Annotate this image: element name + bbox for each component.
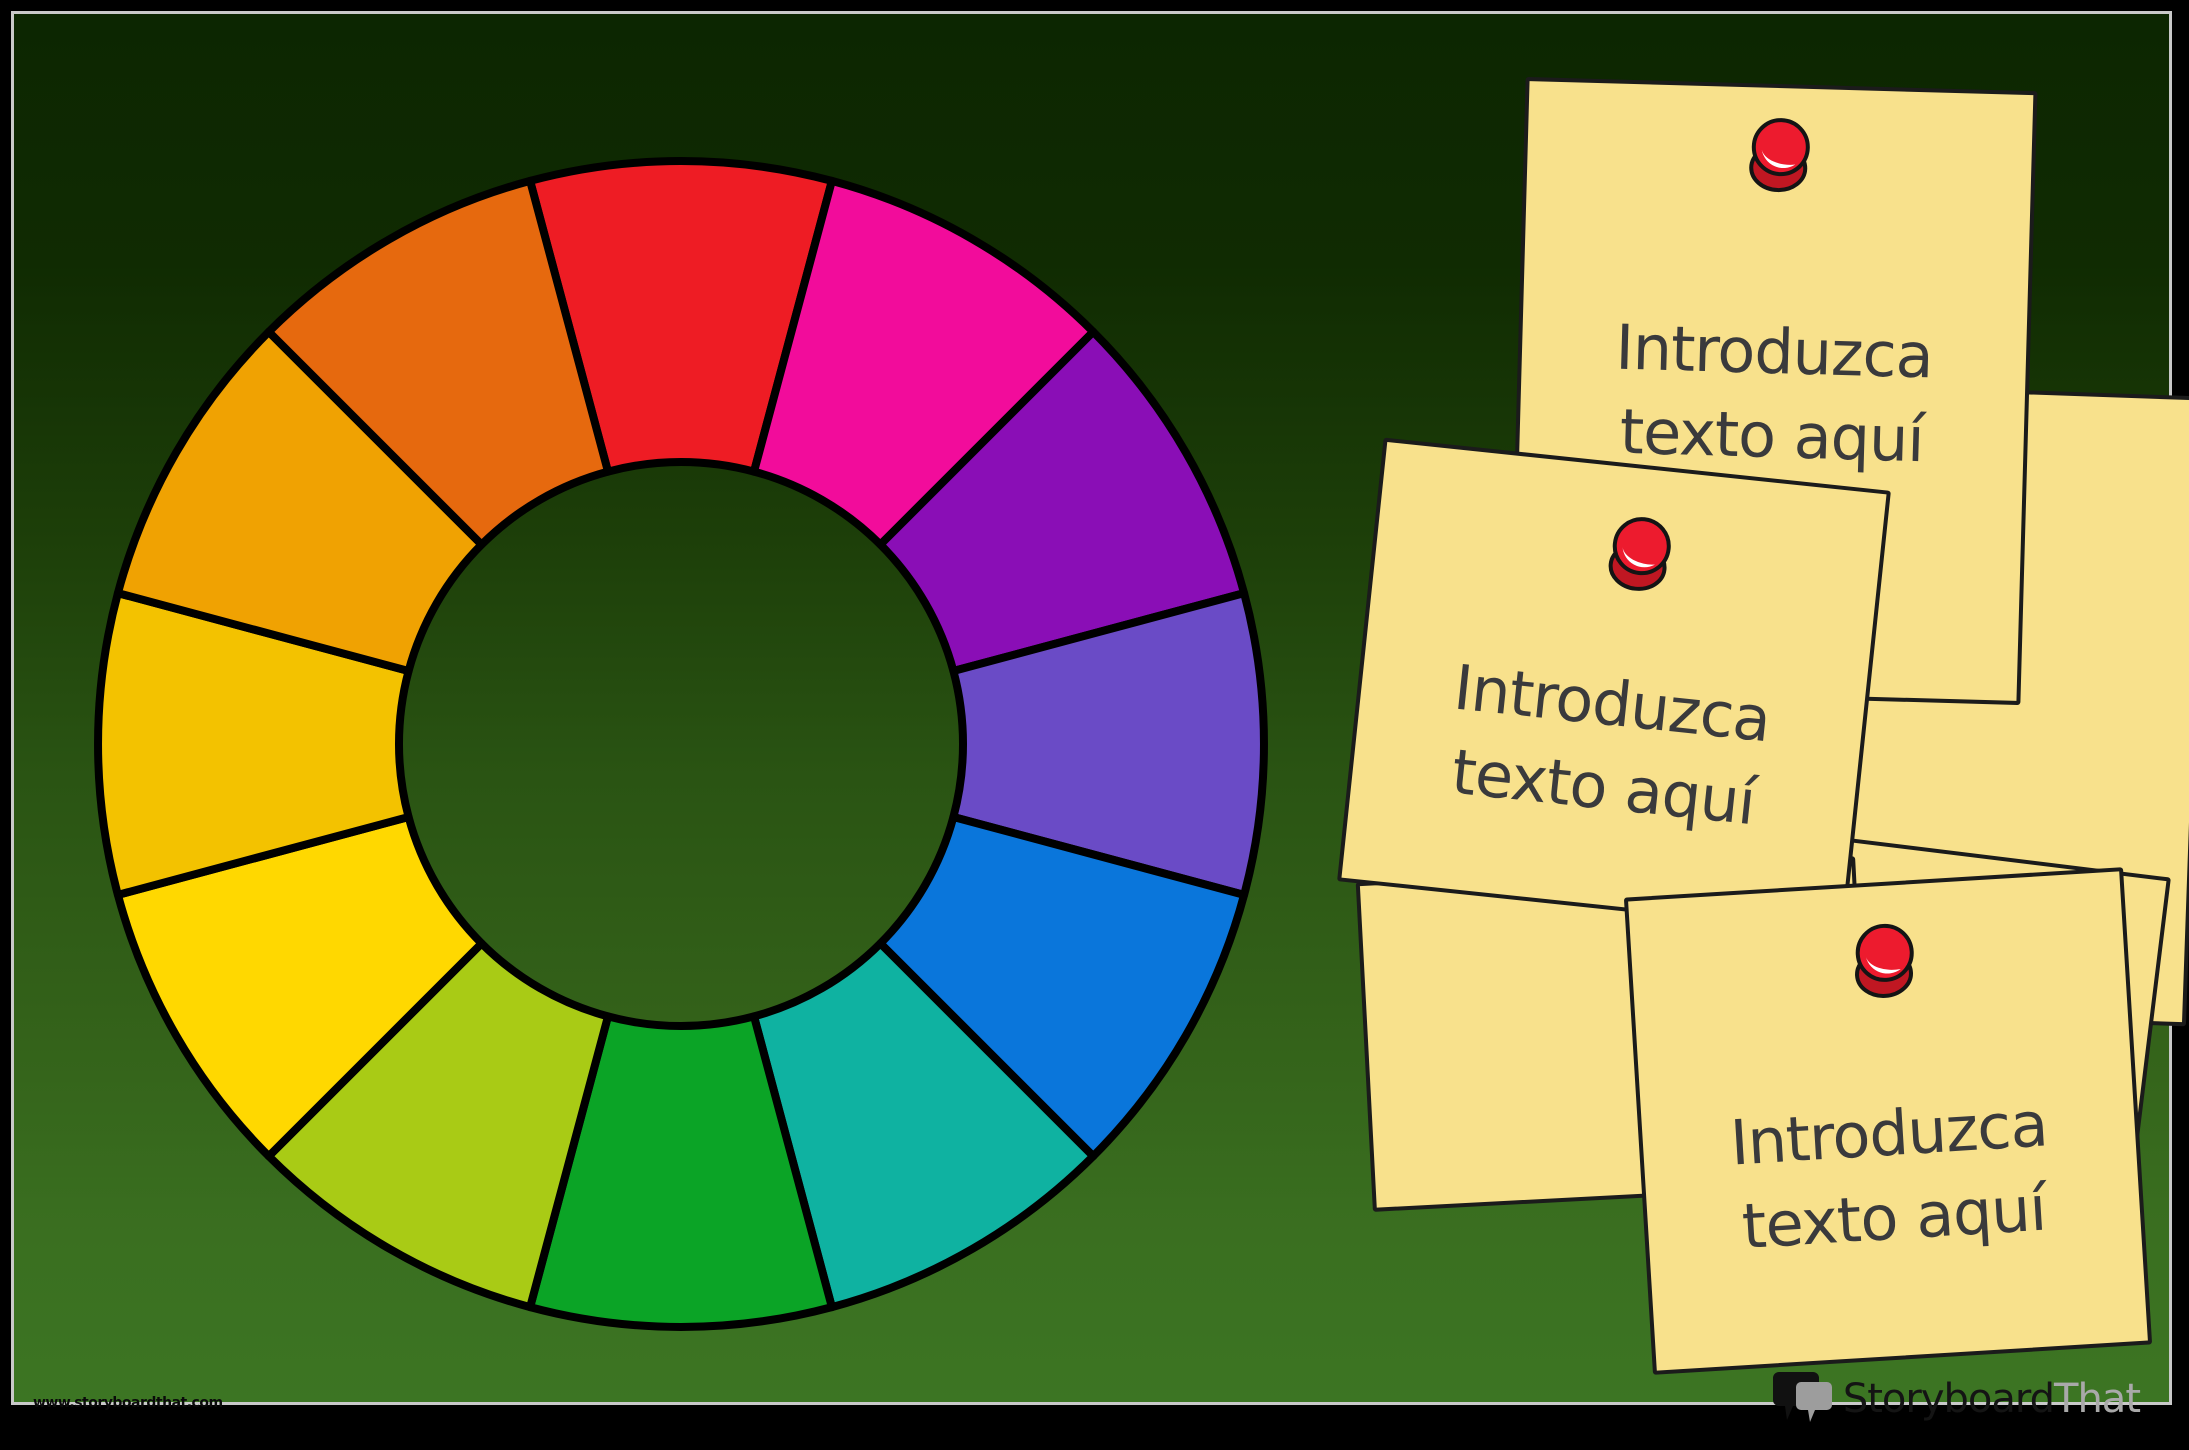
wheel-segment-gold[interactable]: [94, 589, 413, 899]
brand-part1: Storyboard: [1842, 1376, 2055, 1422]
sticky-note-1[interactable]: Introduzca texto aquí: [1508, 76, 2038, 706]
note-text[interactable]: Introduzca texto aquí: [1728, 1082, 2055, 1270]
wheel-segment-violet[interactable]: [949, 589, 1268, 899]
wheel-segment-teal[interactable]: [750, 939, 1098, 1312]
storyboardthat-logo: StoryboardThat: [1772, 1370, 2141, 1428]
note-text[interactable]: Introduzca texto aquí: [1441, 645, 1774, 846]
wheel-segment-yellow[interactable]: [113, 813, 486, 1161]
brand-text: StoryboardThat: [1842, 1376, 2141, 1422]
pushpin-icon: [1749, 118, 1810, 193]
pushpin-icon: [1608, 517, 1671, 591]
wheel-segment-lime[interactable]: [264, 939, 612, 1312]
wheel-segment-blue[interactable]: [876, 813, 1249, 1161]
wheel-segment-amber[interactable]: [113, 327, 486, 675]
note-text-line2: texto aquí: [1739, 1171, 2048, 1264]
note-text-line1: Introduzca: [1614, 310, 1934, 393]
wheel-segment-orange[interactable]: [264, 176, 612, 549]
watermark-url: www.storyboardthat.com: [33, 1395, 223, 1411]
wheel-segment-magenta[interactable]: [750, 176, 1098, 549]
sticky-note-2[interactable]: Introduzca texto aquí: [1337, 437, 1891, 935]
color-wheel: [94, 157, 1268, 1331]
note-text[interactable]: Introduzca texto aquí: [1612, 305, 1934, 482]
wheel-segment-red[interactable]: [526, 157, 836, 476]
brand-part2: That: [2054, 1376, 2141, 1422]
sticky-note-3[interactable]: Introduzca texto aquí: [1623, 867, 2153, 1375]
speech-bubbles-icon: [1772, 1372, 1832, 1422]
wheel-segment-purple[interactable]: [876, 327, 1249, 675]
pushpin-icon: [1855, 923, 1914, 998]
green-board-background: Introduzca texto aquí Introduzca texto a…: [11, 11, 2189, 1422]
wheel-segment-green[interactable]: [526, 1012, 836, 1331]
